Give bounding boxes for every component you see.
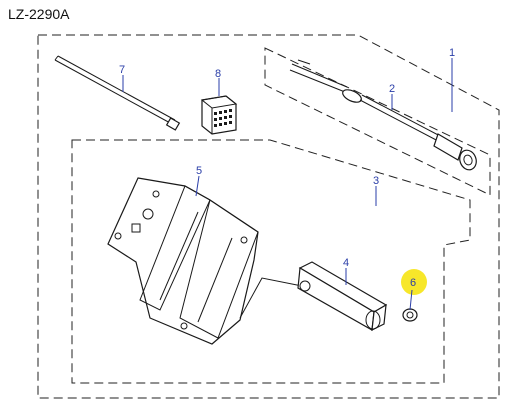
sensor-block-part (297, 261, 388, 332)
leader-5 (195, 175, 200, 197)
cable-tie-part (54, 55, 181, 131)
callout-8: 8 (215, 68, 221, 80)
cord-boundary (264, 47, 491, 196)
nut-part (402, 308, 418, 322)
callout-5: 5 (196, 165, 202, 177)
callout-7: 7 (119, 64, 125, 76)
leader-6 (409, 289, 413, 311)
callout-6: 6 (410, 277, 416, 289)
cord-switch-part (289, 59, 477, 171)
callout-2: 2 (389, 83, 395, 95)
assembly-leader-line (239, 277, 303, 319)
callout-4: 4 (343, 257, 349, 269)
mounting-bracket-part (107, 177, 259, 345)
outer-assembly-boundary (37, 34, 500, 399)
callout-3: 3 (373, 175, 379, 187)
callout-highlight (401, 269, 427, 295)
callout-1: 1 (449, 47, 455, 59)
inner-assembly-boundary (71, 139, 471, 384)
page-title: LZ-2290A (8, 6, 70, 22)
connector-block-part (200, 95, 238, 135)
